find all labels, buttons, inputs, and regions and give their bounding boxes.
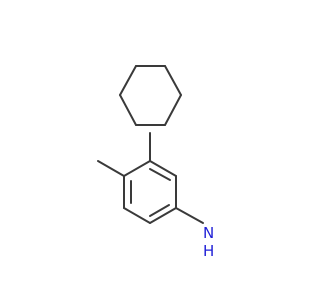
molecule-structure: N H (97, 65, 214, 260)
nitrogen-label: N (203, 224, 214, 242)
double-bond-inner-1 (149, 168, 171, 181)
cyclohexyl-ring (119, 65, 182, 126)
bond-ar3 (149, 207, 177, 224)
bond-cy3 (164, 94, 182, 126)
bond-ar6 (123, 160, 151, 177)
bond-cy6 (119, 65, 137, 96)
benzene-ring (123, 160, 177, 224)
hydrogen-label: H (203, 242, 214, 260)
bond-ar4 (123, 207, 151, 224)
double-bond-inner-2 (149, 204, 170, 217)
bond-amine (175, 207, 204, 224)
bond-cy2 (164, 65, 182, 96)
bond-ar1 (149, 160, 177, 177)
bond-methyl (97, 160, 125, 177)
bond-cy5 (119, 94, 137, 126)
